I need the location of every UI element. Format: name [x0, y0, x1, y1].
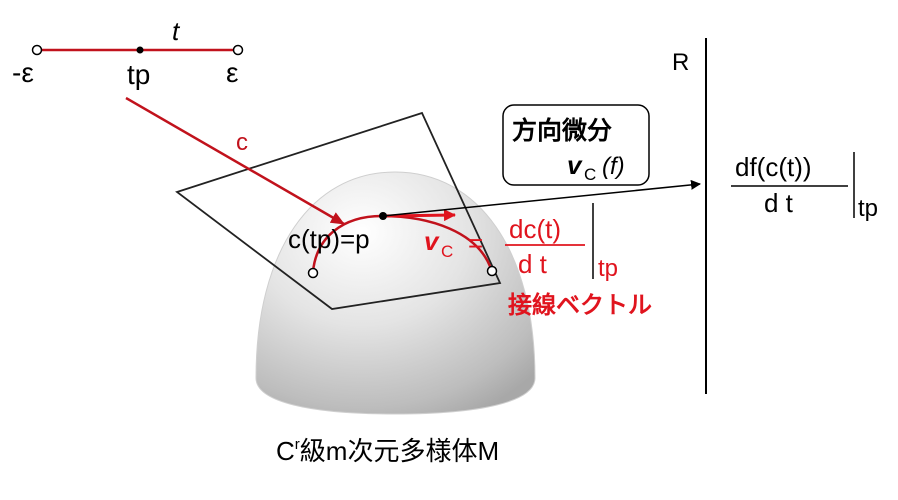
directional-derivative-title: 方向微分 [512, 116, 612, 145]
curve-map-arrow [125, 96, 345, 226]
tangent-vector-caption: 接線ベクトル [508, 291, 652, 319]
directional-derivative-sub: C [584, 165, 596, 184]
tangent-numerator: dc(t) [509, 214, 561, 244]
derivative-denominator: d t [764, 188, 794, 218]
tangent-eval-label: tp [598, 255, 618, 282]
interval-tp-point [136, 46, 144, 54]
param-t-label: t [172, 16, 181, 46]
interval-left-label: -ε [12, 57, 34, 88]
point-p-label: c(tp)=p [288, 224, 370, 254]
curve-c-label: c [236, 129, 248, 156]
interval-right-label: ε [226, 57, 238, 88]
interval-left-endpoint [31, 44, 43, 56]
tangent-vector-arrow [382, 209, 456, 222]
real-line-label: R [672, 49, 689, 76]
manifold-caption-r: r [295, 436, 300, 453]
derivative-numerator: df(c(t)) [735, 152, 812, 182]
curve-end-point [486, 265, 498, 277]
point-p [379, 212, 387, 220]
tangent-plane [175, 111, 502, 310]
manifold-caption-rest: 級m次元多様体M [300, 436, 499, 466]
directional-derivative-v: v [567, 150, 583, 180]
tangent-v-sub: C [441, 242, 453, 261]
tangent-equals: = [468, 228, 483, 258]
tangent-v-symbol: v [424, 226, 440, 256]
manifold-caption: Cr級m次元多様体M [276, 436, 499, 466]
manifold-hemisphere [255, 171, 536, 415]
tangent-denominator: d t [518, 249, 548, 279]
curve-start-point [307, 267, 319, 279]
interval-tp-label: tp [127, 59, 150, 90]
interval-right-endpoint [232, 44, 244, 56]
derivative-eval-label: tp [858, 195, 878, 222]
manifold-caption-c: C [276, 436, 295, 466]
directional-derivative-arg: (f) [602, 153, 625, 180]
derivative-map-arrow [382, 179, 701, 217]
directional-derivative-box [502, 104, 650, 186]
